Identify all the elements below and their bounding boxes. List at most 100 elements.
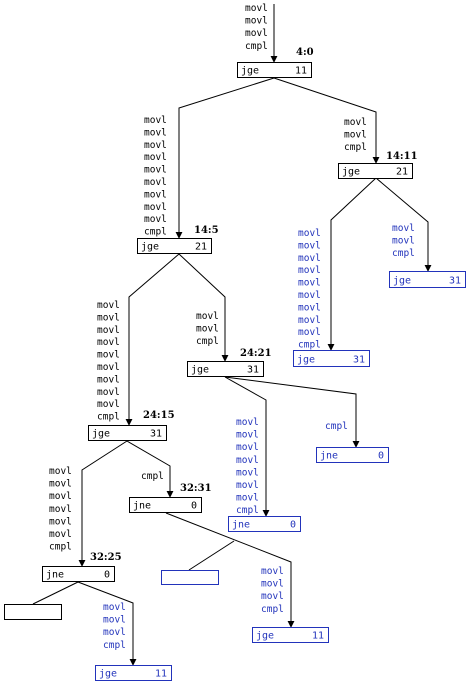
block-operand: 11 — [155, 669, 167, 680]
instruction-label: movl — [298, 240, 321, 251]
block-operand: 11 — [312, 631, 324, 642]
instruction-label: movl — [97, 387, 120, 398]
block-opcode: jge — [256, 631, 274, 642]
block-operand: 0 — [290, 520, 296, 531]
instruction-label: movl — [236, 430, 259, 441]
block-box — [389, 271, 466, 288]
instruction-label: movl — [298, 265, 321, 276]
instruction-label: movl — [245, 3, 268, 14]
instruction-label: movl — [103, 602, 126, 613]
instruction-label: movl — [144, 214, 167, 225]
block-box — [129, 497, 202, 513]
instruction-label: movl — [144, 115, 167, 126]
instruction-label: movl — [144, 140, 167, 151]
instruction-label: movl — [49, 479, 72, 490]
block-node-n9: jne 0 — [316, 447, 389, 463]
instruction-label: movl — [344, 117, 367, 128]
instruction-label: cmpl — [97, 412, 120, 423]
edge-e7 — [224, 376, 270, 517]
instruction-label: cmpl — [392, 248, 415, 259]
block-operand: 31 — [247, 365, 259, 376]
block-opcode: jge — [191, 365, 209, 376]
block-node-n8: jne 0 32:31 — [129, 483, 212, 513]
instruction-label: movl — [144, 177, 167, 188]
block-box — [187, 361, 264, 377]
block-box — [137, 238, 212, 254]
instruction-label: movl — [392, 223, 415, 234]
block-operand: 31 — [150, 429, 162, 440]
instruction-label: cmpl — [298, 340, 321, 351]
block-node-n13: jge 11 — [252, 627, 329, 643]
block-node-n14: jge 11 — [95, 665, 172, 681]
edge-e10 — [126, 440, 174, 498]
block-node-n12 — [4, 604, 62, 620]
instruction-label: movl — [144, 189, 167, 200]
block-id-tag: 24:21 — [240, 348, 272, 359]
instruction-label: movl — [261, 579, 284, 590]
instruction-label: movl — [97, 350, 120, 361]
edge-e11 — [165, 512, 295, 628]
block-operand: 31 — [449, 276, 461, 287]
block-box — [95, 665, 172, 681]
block-id-tag: 24:15 — [143, 410, 175, 421]
edge-e1 — [175, 77, 275, 239]
block-opcode: jne — [320, 451, 338, 462]
block-id-tag: 4:0 — [296, 47, 314, 58]
instruction-label: movl — [103, 615, 126, 626]
block-opcode: jge — [393, 276, 411, 287]
edge-stub-0 — [188, 540, 235, 571]
block-opcode: jge — [99, 669, 117, 680]
instruction-label: cmpl — [245, 41, 268, 52]
instruction-label: movl — [103, 627, 126, 638]
block-box — [161, 570, 219, 585]
instruction-label: movl — [97, 337, 120, 348]
block-box — [338, 163, 413, 179]
instruction-label: movl — [298, 327, 321, 338]
block-operand: 0 — [378, 451, 384, 462]
instruction-label: cmpl — [49, 542, 72, 553]
instruction-label: movl — [49, 491, 72, 502]
block-id-tag: 32:25 — [90, 552, 122, 563]
edge-lines — [32, 4, 432, 666]
instruction-label: movl — [236, 480, 259, 491]
block-id-tag: 32:31 — [180, 483, 212, 494]
block-id-tag: 14:5 — [194, 225, 219, 236]
instruction-label: movl — [344, 130, 367, 141]
block-id-tag: 14:11 — [386, 151, 418, 162]
block-operand: 21 — [195, 242, 207, 253]
instruction-label: movl — [49, 466, 72, 477]
block-opcode: jne — [133, 501, 151, 512]
instruction-label: movl — [298, 278, 321, 289]
instruction-label: movl — [144, 202, 167, 213]
instruction-label: movl — [236, 467, 259, 478]
instruction-label: cmpl — [196, 336, 219, 347]
edge-stub-1 — [32, 581, 79, 605]
instruction-label: cmpl — [325, 421, 348, 432]
edge-e12 — [77, 581, 137, 666]
instruction-label: movl — [196, 324, 219, 335]
block-box — [4, 604, 62, 620]
instruction-label: movl — [236, 455, 259, 466]
block-box — [316, 447, 389, 463]
instruction-label: movl — [144, 165, 167, 176]
instruction-label: movl — [97, 399, 120, 410]
block-operand: 21 — [396, 167, 408, 178]
block-node-n10 — [161, 570, 219, 585]
instruction-label: movl — [49, 529, 72, 540]
instruction-label: movl — [144, 127, 167, 138]
instruction-label: movl — [236, 417, 259, 428]
instruction-label: cmpl — [144, 227, 167, 238]
edge-e9 — [78, 440, 128, 567]
edge-e3 — [327, 177, 377, 351]
block-box — [228, 516, 301, 532]
block-operand: 0 — [191, 501, 197, 512]
instruction-label: movl — [392, 236, 415, 247]
block-operand: 0 — [104, 570, 110, 581]
instruction-label: movl — [49, 516, 72, 527]
block-box — [42, 566, 115, 582]
block-box — [252, 627, 329, 643]
instruction-label: cmpl — [236, 505, 259, 516]
